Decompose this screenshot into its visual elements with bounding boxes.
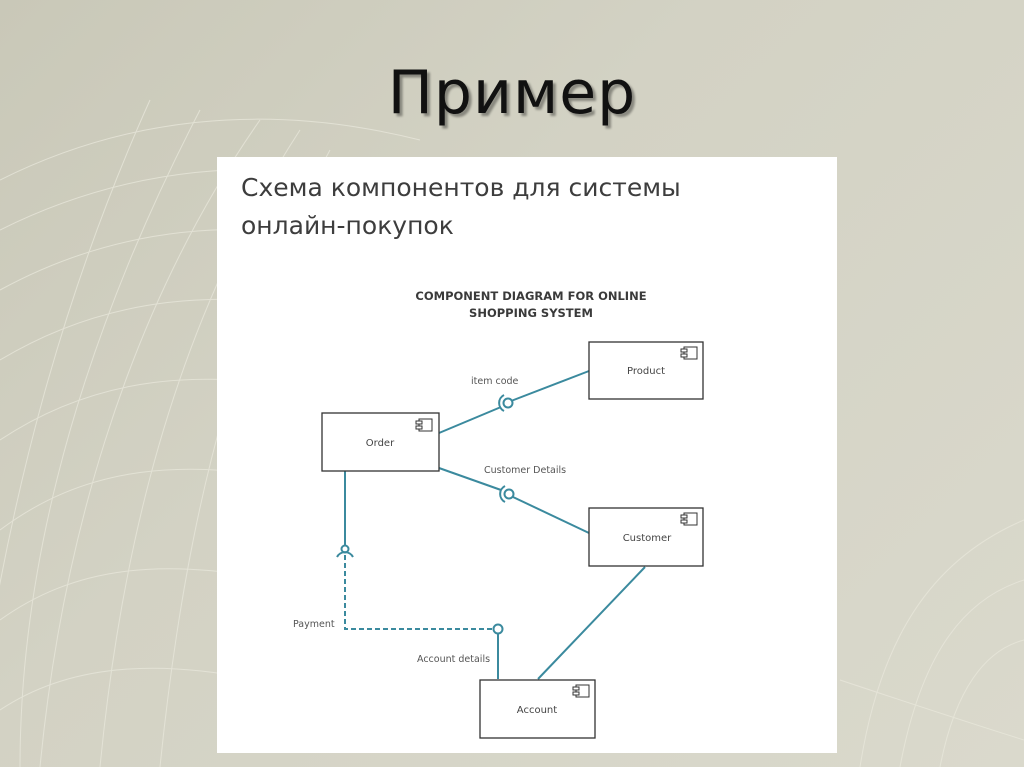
connector-customer-details-customer [512,496,590,534]
interface-customer-details-socket [499,485,506,503]
component-label-product: Product [627,366,665,377]
label-account-details: Account details [417,654,490,665]
component-icon [415,418,433,432]
component-icon [572,684,590,698]
label-payment: Payment [293,619,335,630]
connector-order-item-code [438,406,502,434]
component-label-order: Order [366,438,395,449]
component-order: Order [321,412,440,472]
connector-payment-dashed [344,555,493,630]
interface-item-code-socket [498,394,505,412]
component-diagram: COMPONENT DIAGRAM FOR ONLINE SHOPPING SY… [293,289,704,739]
card-heading: Схема компонентов для системы онлайн-пок… [241,169,801,245]
diagram-title-line-2: SHOPPING SYSTEM [469,306,593,320]
connector-item-code-product [510,370,590,402]
component-account: Account [479,679,596,739]
component-customer: Customer [588,507,704,567]
connector-customer-account [537,566,646,680]
component-label-account: Account [517,705,557,716]
slide-title: Пример [387,58,637,128]
interface-customer-details-ball [503,488,515,500]
interface-payment-socket [336,551,354,558]
diagram-title-line-1: COMPONENT DIAGRAM FOR ONLINE [415,289,646,303]
connector-order-customer-details [438,467,502,491]
component-label-customer: Customer [623,533,672,544]
component-icon [680,512,698,526]
card-heading-line-1: Схема компонентов для системы [241,173,681,202]
interface-account-details-ball [492,623,504,635]
component-product: Product [588,341,704,400]
label-customer-details: Customer Details [484,465,566,476]
label-item-code: item code [471,376,519,387]
diagram-card: Схема компонентов для системы онлайн-пок… [217,157,837,753]
interface-item-code-ball [502,397,514,409]
component-icon [680,346,698,360]
card-heading-line-2: онлайн-покупок [241,211,454,240]
